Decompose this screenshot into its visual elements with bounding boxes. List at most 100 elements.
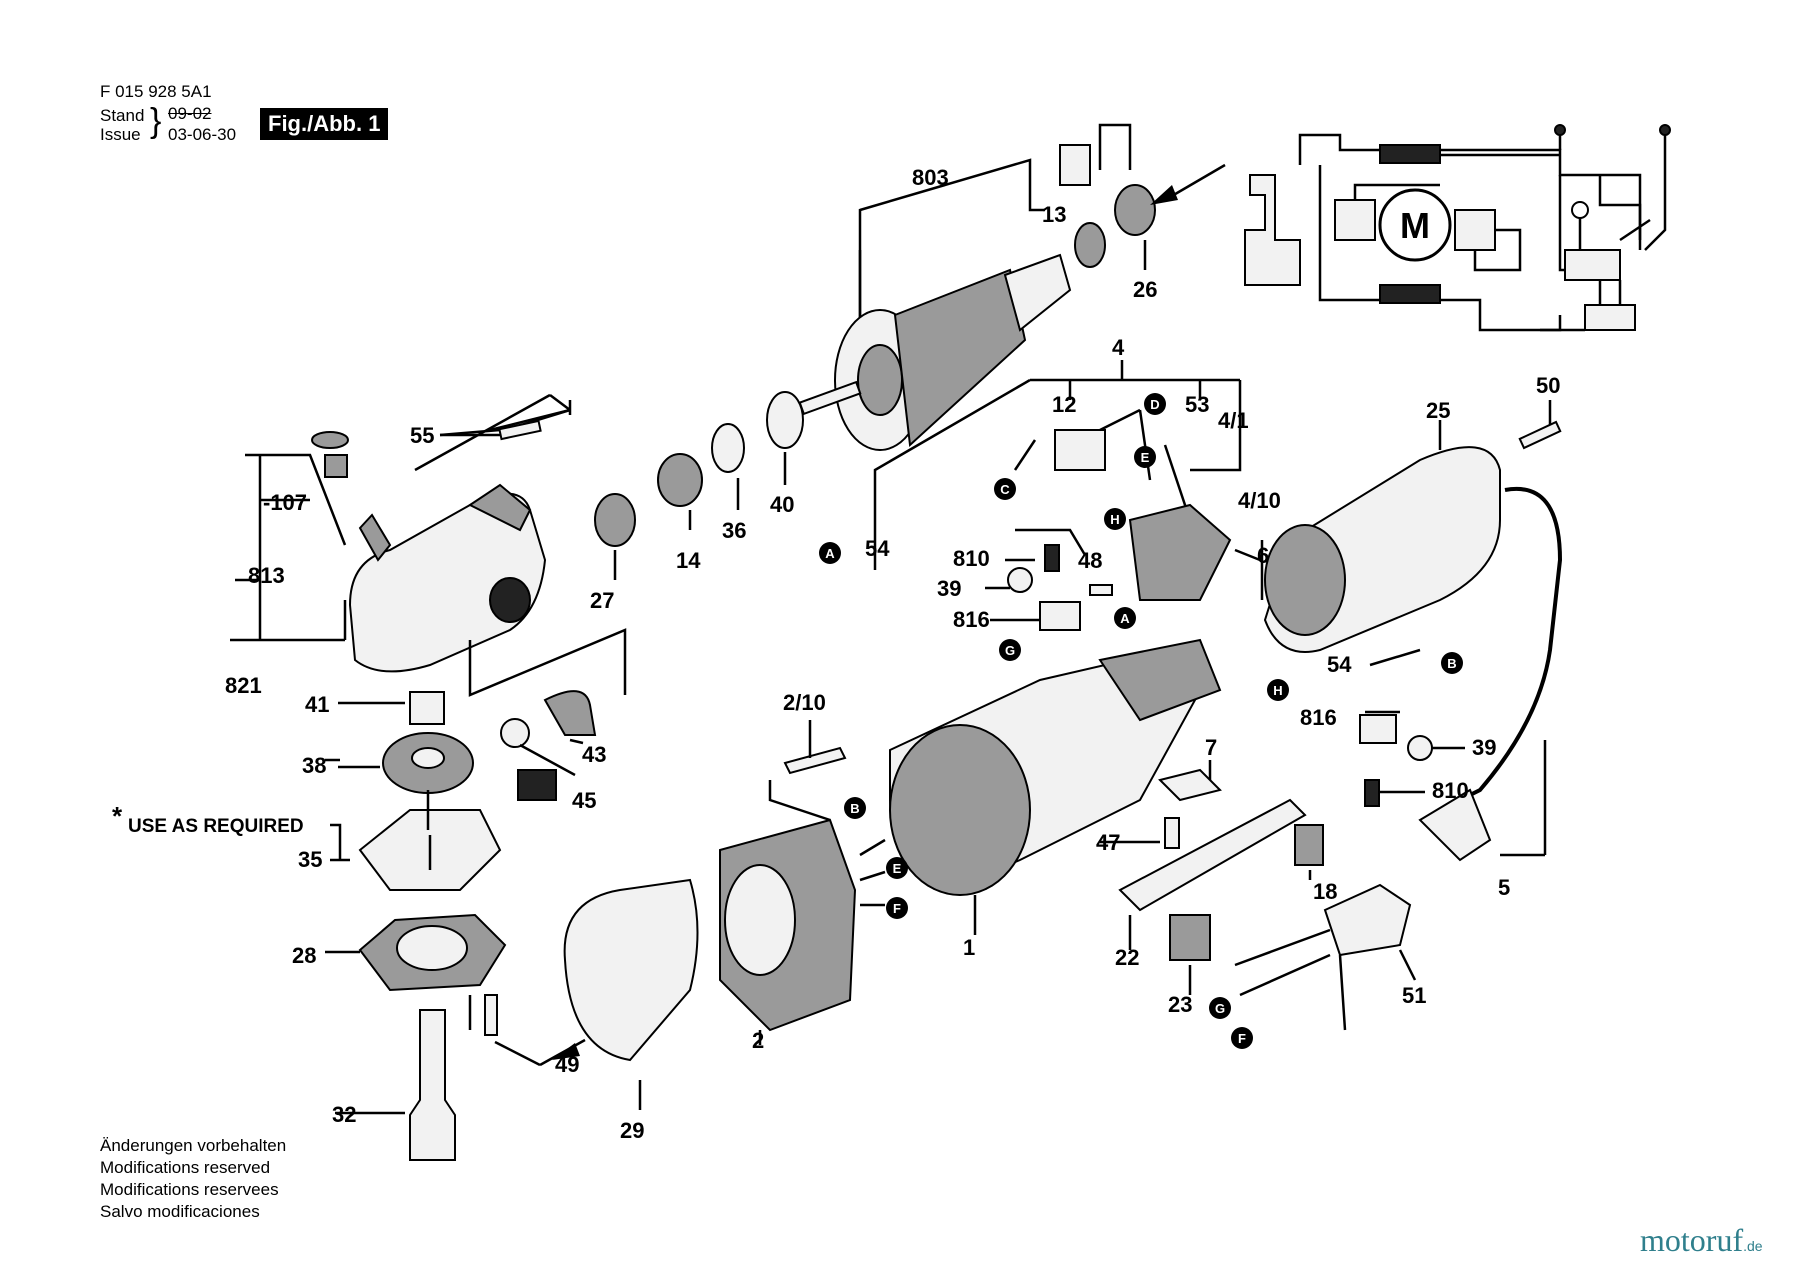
callout-4: 4 bbox=[1112, 335, 1125, 360]
svg-text:F: F bbox=[893, 901, 901, 916]
screw-55-icon bbox=[498, 419, 542, 441]
callout-7: 7 bbox=[1205, 735, 1217, 760]
seal-13-icon bbox=[1059, 144, 1091, 186]
carbon-brush-bottom-icon bbox=[1379, 284, 1441, 304]
clip-2-10-icon bbox=[783, 746, 847, 775]
note-en: Modifications reserved bbox=[100, 1158, 271, 1177]
issue-date: 03-06-30 bbox=[168, 125, 237, 144]
svg-text:E: E bbox=[1141, 450, 1150, 465]
callout-40: 40 bbox=[770, 492, 794, 517]
callout-5: 5 bbox=[1498, 875, 1510, 900]
svg-text:B: B bbox=[1447, 656, 1456, 671]
wiring-schematic: M bbox=[1244, 124, 1671, 332]
stand-label: Stand bbox=[100, 106, 145, 125]
callout-2-10: 2/10 bbox=[783, 690, 826, 715]
marker-h-2: H bbox=[1267, 679, 1289, 701]
callout-45: 45 bbox=[572, 788, 596, 813]
armature-hub-icon bbox=[857, 344, 903, 416]
arrow-head-icon bbox=[1150, 185, 1178, 205]
callout-12: 12 bbox=[1052, 392, 1076, 417]
bracket-7-icon bbox=[1158, 768, 1222, 802]
callout-39a: 39 bbox=[937, 576, 961, 601]
power-cord-icon bbox=[1459, 486, 1563, 802]
screw-49-icon bbox=[484, 994, 498, 1036]
commutator-icon bbox=[1003, 253, 1072, 332]
footer-notes: Änderungen vorbehalten Modifications res… bbox=[100, 1135, 286, 1223]
callout-36: 36 bbox=[722, 518, 746, 543]
guard-arrow-icon bbox=[552, 1043, 580, 1060]
switch-block-icon bbox=[1564, 249, 1621, 281]
switch-housing-icon bbox=[1244, 174, 1301, 286]
callout-816b: 816 bbox=[1300, 705, 1337, 730]
svg-text:G: G bbox=[1215, 1001, 1225, 1016]
callout-23: 23 bbox=[1168, 992, 1192, 1017]
callout-47: 47 bbox=[1096, 830, 1120, 855]
callout-14: 14 bbox=[676, 548, 701, 573]
callout-803: 803 bbox=[912, 165, 949, 190]
carbon-brush-top-icon bbox=[1379, 144, 1441, 164]
svg-text:G: G bbox=[1005, 643, 1015, 658]
callout-13: 13 bbox=[1042, 202, 1066, 227]
marker-g-2: G bbox=[1209, 997, 1231, 1019]
svg-text:D: D bbox=[1150, 397, 1159, 412]
marker-f-2: F bbox=[1231, 1027, 1253, 1049]
housing-top-icon bbox=[468, 483, 532, 532]
note-es: Salvo modificaciones bbox=[100, 1202, 260, 1221]
fan-guard-29-icon bbox=[563, 878, 699, 1062]
bevel-gear-hub-icon bbox=[411, 747, 445, 769]
brush-holder-816a-icon bbox=[1039, 601, 1081, 631]
brush-holder-left-icon bbox=[1334, 199, 1376, 241]
screw-47-icon bbox=[1164, 817, 1180, 849]
callout-1: 1 bbox=[963, 935, 975, 960]
callout-39b: 39 bbox=[1472, 735, 1496, 760]
bushing-41-icon bbox=[409, 691, 445, 725]
gear-head-assembly: 55 -107 813 821 bbox=[225, 393, 627, 698]
motor-housing: 1 bbox=[889, 638, 1222, 960]
date-brace: } bbox=[150, 102, 162, 140]
callout-54a: 54 bbox=[865, 536, 890, 561]
stator-and-guard: 2 29 49 2/10 bbox=[494, 690, 886, 1143]
spindle-lock-hole-icon bbox=[489, 577, 531, 623]
marker-a-1: A bbox=[819, 542, 841, 564]
marker-f-1: F bbox=[886, 897, 908, 919]
svg-text:B: B bbox=[850, 801, 859, 816]
armature-assembly: 803 13 26 bbox=[798, 123, 1226, 451]
use-note-star: * bbox=[112, 801, 123, 831]
switch-4-icon bbox=[1128, 503, 1232, 601]
callout-4-10: 4/10 bbox=[1238, 488, 1281, 513]
spindle-32-icon bbox=[409, 1009, 456, 1161]
callout-38: 38 bbox=[302, 753, 326, 778]
callout-810a: 810 bbox=[953, 546, 990, 571]
svg-text:A: A bbox=[825, 546, 835, 561]
svg-text:A: A bbox=[1120, 611, 1130, 626]
fuse-node-left-icon bbox=[1554, 124, 1566, 136]
issue-label: Issue bbox=[100, 125, 141, 144]
lower-switch-parts: 7 47 18 22 23 51 bbox=[1096, 735, 1426, 1031]
motor-symbol-icon bbox=[1378, 188, 1452, 262]
stand-date: 09-02 bbox=[168, 104, 212, 123]
brush-holder-area-icon bbox=[1098, 638, 1222, 722]
capacitor-12-icon bbox=[1054, 429, 1106, 471]
brush-holder-right-icon bbox=[1454, 209, 1496, 251]
cover-opening-icon bbox=[1264, 524, 1346, 636]
lock-cap-icon bbox=[311, 431, 349, 449]
callout-53: 53 bbox=[1185, 392, 1209, 417]
callout-29: 29 bbox=[620, 1118, 644, 1143]
watermark-text: motoruf bbox=[1640, 1222, 1744, 1258]
note-de: Änderungen vorbehalten bbox=[100, 1136, 287, 1155]
callout-813: 813 bbox=[248, 563, 285, 588]
spindle-parts: 41 38 43 45 35 28 32 bbox=[292, 690, 606, 1161]
note-fr: Modifications reservees bbox=[100, 1180, 279, 1199]
spring-39a-icon bbox=[1007, 567, 1033, 593]
callout-18: 18 bbox=[1313, 879, 1337, 904]
bearing-row: 27 14 36 40 bbox=[590, 391, 804, 613]
lock-pin-icon bbox=[358, 513, 392, 562]
carbon-brush-810a-icon bbox=[1044, 544, 1060, 572]
nut-45-icon bbox=[500, 718, 530, 748]
bearing-13-icon bbox=[1074, 222, 1106, 268]
plug-5-icon bbox=[1418, 788, 1492, 862]
callout-50: 50 bbox=[1536, 373, 1560, 398]
callout-27: 27 bbox=[590, 588, 614, 613]
terminal-icon bbox=[1571, 201, 1589, 219]
